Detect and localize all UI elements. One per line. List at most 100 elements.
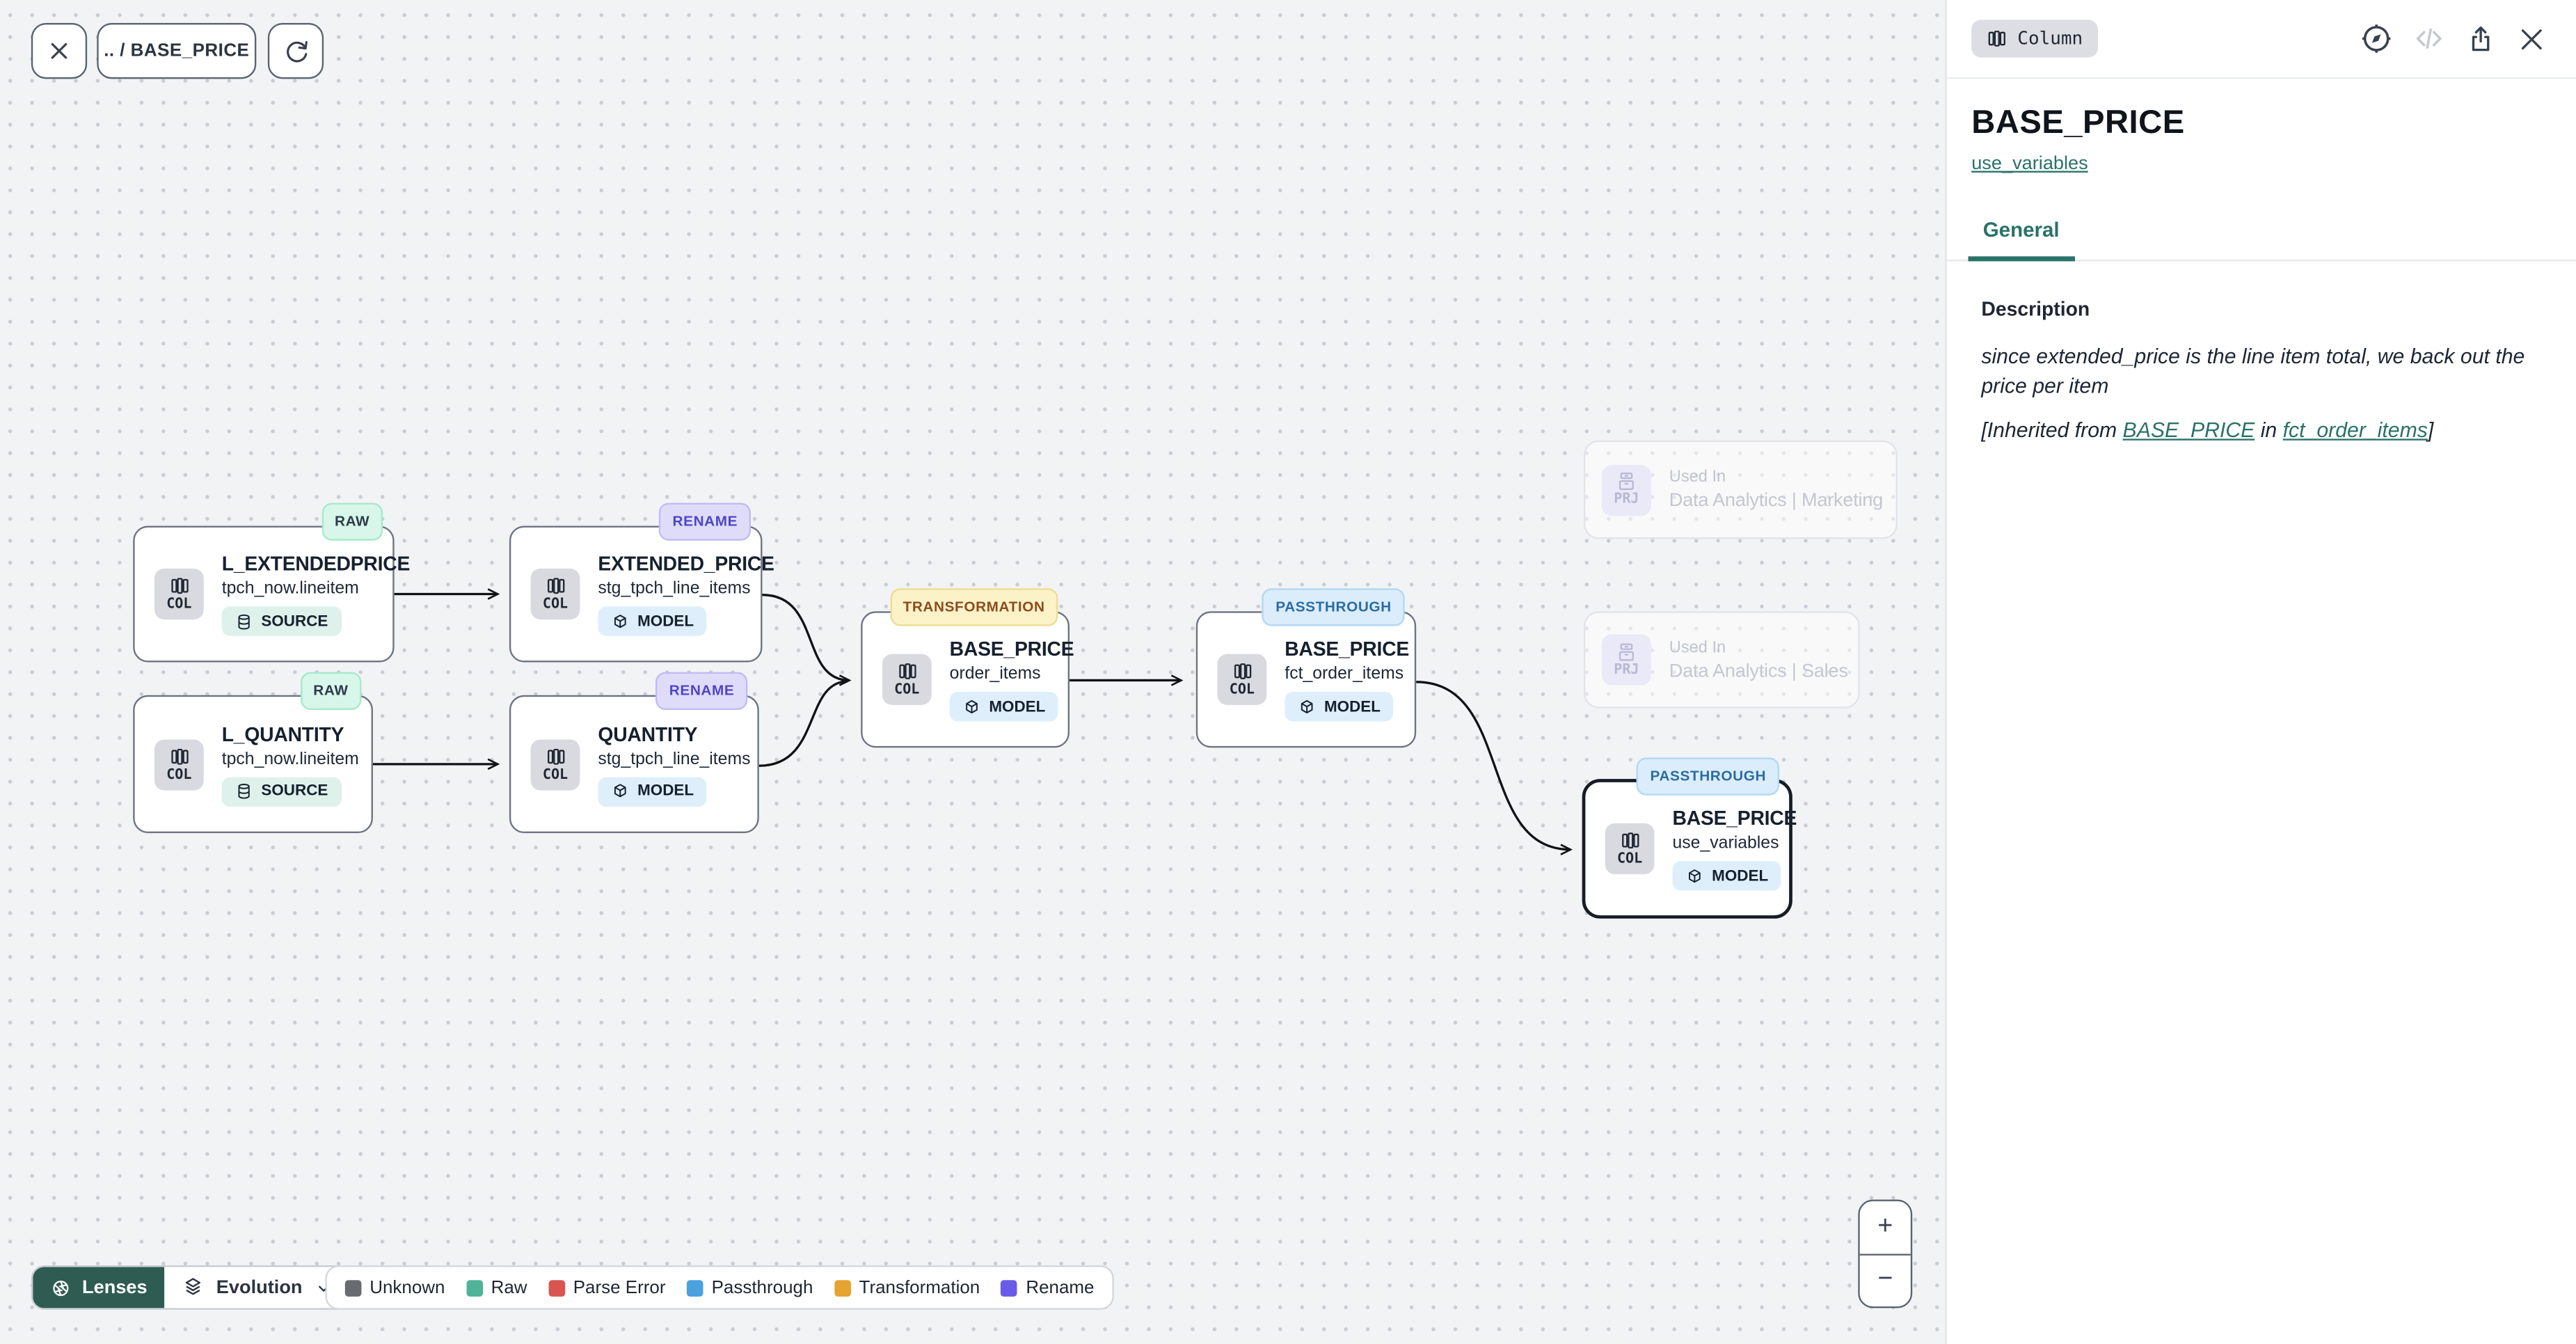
node-kind-label: MODEL — [637, 612, 694, 631]
lineage-node-quantity[interactable]: RENAME COL QUANTITY stg_tpch_line_items … — [509, 672, 759, 834]
legend-swatch — [548, 1279, 565, 1296]
lineage-node-base-price-order-items[interactable]: TRANSFORMATION COL BASE_PRICE order_item… — [861, 588, 1074, 748]
node-kind-pill: SOURCE — [221, 776, 342, 807]
lineage-node-base-price-fct-order-items[interactable]: PASSTHROUGH COL BASE_PRICE fct_order_ite… — [1195, 588, 1417, 748]
refresh-button[interactable] — [267, 23, 324, 79]
lineage-node-base-price-use-variables[interactable]: PASSTHROUGH COL BASE_PRICE use_variables… — [1582, 757, 1797, 919]
inherited-model-link[interactable]: fct_order_items — [2282, 418, 2428, 443]
share-button[interactable] — [2465, 22, 2497, 55]
lenses-selector: Lenses Evolution — [31, 1265, 352, 1310]
drawers-icon — [1619, 473, 1634, 491]
node-title: BASE_PRICE — [1672, 807, 1797, 830]
columns-icon — [1621, 832, 1639, 849]
tile-label: COL — [894, 682, 920, 699]
database-icon — [238, 613, 250, 629]
node-subtitle: use_variables — [1672, 833, 1779, 853]
used-in-node-sales[interactable]: PRJ Used In Data Analytics | Sales — [1584, 611, 1860, 709]
breadcrumb[interactable]: .. / BASE_PRICE — [97, 23, 257, 79]
zoom-controls: + − — [1858, 1199, 1913, 1309]
close-lineage-button[interactable] — [31, 23, 88, 79]
cube-icon — [614, 784, 626, 798]
entity-type-label: Column — [2017, 28, 2083, 49]
node-kind-pill: MODEL — [949, 691, 1059, 722]
breadcrumb-label: .. / BASE_PRICE — [104, 41, 250, 61]
description-body: since extended_price is the line item to… — [1981, 343, 2525, 397]
close-panel-button[interactable] — [2515, 22, 2548, 55]
edge — [762, 594, 852, 686]
node-kind-pill: MODEL — [598, 776, 707, 807]
zoom-out-button[interactable]: − — [1859, 1253, 1911, 1306]
column-type-tile: COL — [882, 654, 932, 705]
used-in-node-marketing[interactable]: PRJ Used In Data Analytics | Marketing — [1584, 440, 1898, 539]
cube-icon — [966, 699, 978, 713]
node-title: QUANTITY — [598, 722, 698, 745]
legend-swatch — [344, 1279, 362, 1296]
node-subtitle: fct_order_items — [1285, 663, 1404, 684]
lenses-label: Lenses — [82, 1277, 148, 1298]
node-kind-label: SOURCE — [261, 782, 328, 800]
project-type-tile: PRJ — [1601, 634, 1651, 686]
tile-label: PRJ — [1614, 661, 1639, 679]
lineage-node-l-extendedprice[interactable]: RAW COL L_EXTENDEDPRICE tpch_now.lineite… — [133, 503, 410, 663]
legend-item: Rename — [1001, 1278, 1094, 1297]
lineage-node-l-quantity[interactable]: RAW COL L_QUANTITY tpch_now.lineitem SOU… — [133, 672, 373, 834]
legend-item: Transformation — [834, 1278, 980, 1297]
legend-item: Passthrough — [687, 1278, 813, 1297]
used-in-name: Data Analytics | Marketing — [1669, 491, 1884, 512]
columns-icon — [170, 578, 188, 594]
database-icon — [238, 784, 250, 799]
inherited-column-link[interactable]: BASE_PRICE — [2122, 418, 2255, 443]
legend-item: Raw — [466, 1278, 527, 1297]
zoom-in-button[interactable]: + — [1877, 1212, 1893, 1240]
lens-dropdown[interactable]: Evolution — [164, 1267, 350, 1308]
node-title: L_EXTENDEDPRICE — [221, 552, 411, 576]
used-in-label: Used In — [1669, 638, 1726, 657]
lineage-type-badge: PASSTHROUGH — [1637, 757, 1779, 796]
tile-label: COL — [166, 596, 192, 614]
columns-icon — [546, 748, 564, 765]
columns-icon — [546, 578, 564, 594]
node-kind-label: MODEL — [1323, 697, 1381, 716]
node-kind-label: MODEL — [637, 782, 694, 800]
legend-swatch — [687, 1279, 703, 1296]
tile-label: COL — [542, 596, 569, 614]
lineage-edges — [372, 588, 1573, 855]
explore-button[interactable] — [2359, 22, 2394, 56]
tab-general[interactable]: General — [1968, 219, 2074, 262]
node-title: EXTENDED_PRICE — [598, 552, 774, 576]
close-icon — [2521, 29, 2542, 49]
legend-swatch — [834, 1279, 851, 1296]
drawers-icon — [1619, 642, 1634, 661]
panel-tabs: General — [1946, 219, 2576, 262]
column-type-tile: COL — [530, 568, 580, 620]
column-type-tile: COL — [530, 738, 580, 790]
node-subtitle: tpch_now.lineitem — [221, 748, 359, 768]
lineage-canvas[interactable]: .. / BASE_PRICE PRJ Used In Data Analyti… — [0, 0, 1946, 1344]
node-subtitle: tpch_now.lineitem — [221, 578, 359, 599]
column-type-tile: COL — [1605, 823, 1655, 875]
lenses-button[interactable]: Lenses — [33, 1267, 164, 1309]
legend-item: Parse Error — [548, 1278, 666, 1297]
refresh-icon — [285, 40, 307, 62]
node-kind-label: MODEL — [1712, 867, 1769, 885]
columns-icon — [170, 748, 188, 765]
share-icon — [2472, 25, 2490, 51]
model-link[interactable]: use_variables — [1971, 154, 2088, 175]
used-in-label: Used In — [1669, 468, 1726, 487]
edge — [1416, 681, 1573, 855]
columns-icon — [898, 663, 916, 680]
cube-icon — [1301, 699, 1313, 713]
node-kind-pill: MODEL — [1285, 691, 1394, 722]
lineage-type-badge: PASSTHROUGH — [1262, 588, 1405, 626]
used-in-name: Data Analytics | Sales — [1669, 661, 1848, 681]
selected-lens-label: Evolution — [216, 1277, 303, 1298]
node-kind-label: SOURCE — [261, 612, 328, 631]
node-kind-pill: MODEL — [598, 606, 707, 636]
legend-item: Unknown — [344, 1278, 445, 1297]
lineage-node-extended-price[interactable]: RENAME COL EXTENDED_PRICE stg_tpch_line_… — [509, 503, 774, 663]
project-type-tile: PRJ — [1601, 464, 1651, 516]
column-type-tile: COL — [154, 738, 204, 790]
panel-title: BASE_PRICE — [1971, 105, 2185, 142]
code-button[interactable] — [2412, 22, 2447, 56]
node-title: BASE_PRICE — [1285, 638, 1410, 661]
